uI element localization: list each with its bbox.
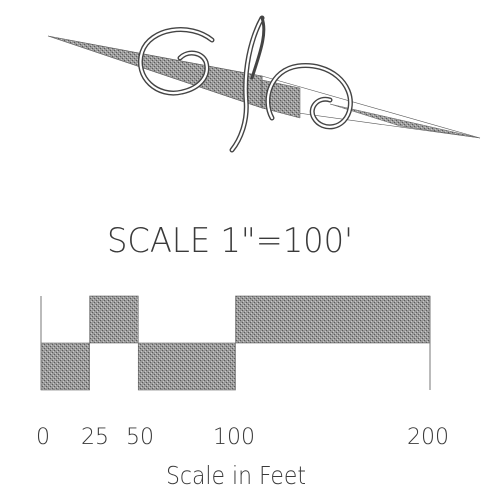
scale-segment-50-100 [137,342,236,391]
scale-tick-label-25: 25 [81,425,109,450]
scale-caption: Scale in Feet [166,461,306,490]
scale-tick-label-100: 100 [213,425,255,450]
scale-segment-100-200 [235,295,431,344]
scale-tick-label-200: 200 [407,425,449,450]
scale-segment-0-25 [40,342,90,391]
scale-bar: 0 25 50 100 200 [36,295,449,450]
north-arrow-icon [47,15,481,153]
scale-tick-label-50: 50 [126,425,154,450]
north-arrow-needle-west [47,35,263,109]
north-arrow-letter-diagonal [250,16,266,80]
scale-tick-label-0: 0 [36,425,50,450]
scale-segment-25-50 [89,295,139,344]
scale-title: SCALE 1"=100' [107,221,353,261]
